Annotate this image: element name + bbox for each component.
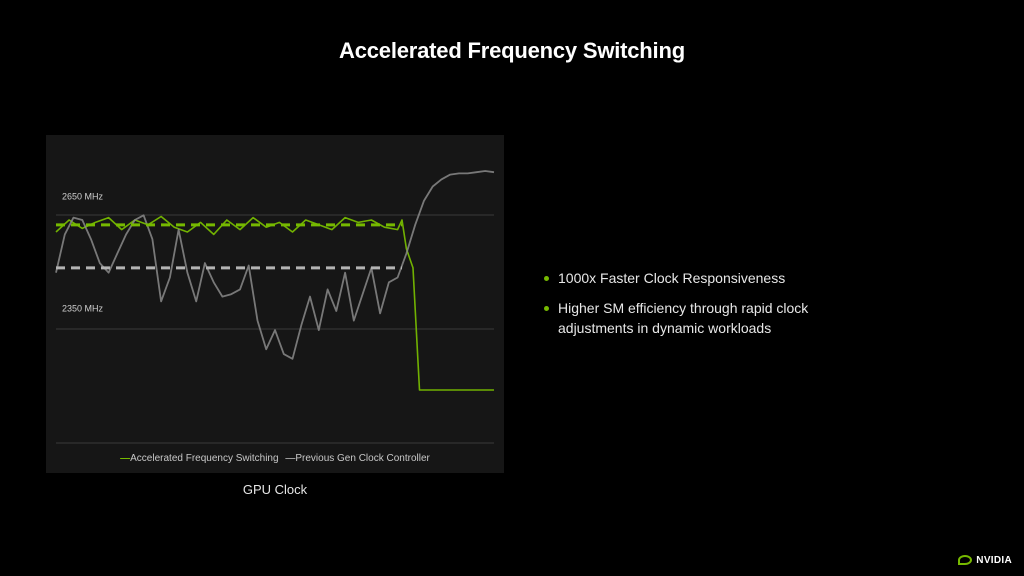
bullet-dot-icon bbox=[544, 306, 549, 311]
y-tick-label-2350: 2350 MHz bbox=[62, 303, 104, 313]
bullet-item: Higher SM efficiency through rapid clock… bbox=[544, 298, 864, 338]
legend-item-accelerated: —Accelerated Frequency Switching bbox=[120, 453, 278, 464]
legend-swatch-previous: — bbox=[285, 453, 296, 464]
reference-lines bbox=[56, 223, 403, 270]
tick-labels: 2650 MHz 2350 MHz bbox=[62, 192, 104, 314]
bullet-dot-icon bbox=[544, 276, 549, 281]
slide-title: Accelerated Frequency Switching bbox=[339, 38, 685, 63]
chart-legend: —Accelerated Frequency Switching —Previo… bbox=[46, 453, 504, 464]
y-tick-label-2650: 2650 MHz bbox=[62, 192, 104, 202]
nvidia-logo: NVIDIA bbox=[958, 552, 1012, 568]
series-line-1 bbox=[55, 170, 495, 360]
grid-layer bbox=[56, 214, 494, 444]
bullet-item: 1000x Faster Clock Responsiveness bbox=[544, 268, 864, 288]
bullet-text: Higher SM efficiency through rapid clock… bbox=[558, 300, 809, 336]
nvidia-wordmark: NVIDIA bbox=[976, 554, 1012, 566]
chart-caption: GPU Clock bbox=[242, 482, 308, 497]
series-line-0 bbox=[55, 215, 494, 391]
legend-item-previous: —Previous Gen Clock Controller bbox=[285, 453, 430, 464]
legend-swatch-accelerated: — bbox=[120, 453, 131, 464]
gpu-clock-chart: 2650 MHz 2350 MHz bbox=[55, 170, 495, 444]
bullet-text: 1000x Faster Clock Responsiveness bbox=[558, 270, 786, 286]
nvidia-eye-icon bbox=[958, 555, 973, 565]
legend-label-previous: Previous Gen Clock Controller bbox=[295, 453, 430, 464]
legend-label-accelerated: Accelerated Frequency Switching bbox=[130, 453, 279, 464]
bullet-list: 1000x Faster Clock Responsiveness Higher… bbox=[544, 268, 864, 348]
series-layer bbox=[55, 170, 495, 391]
